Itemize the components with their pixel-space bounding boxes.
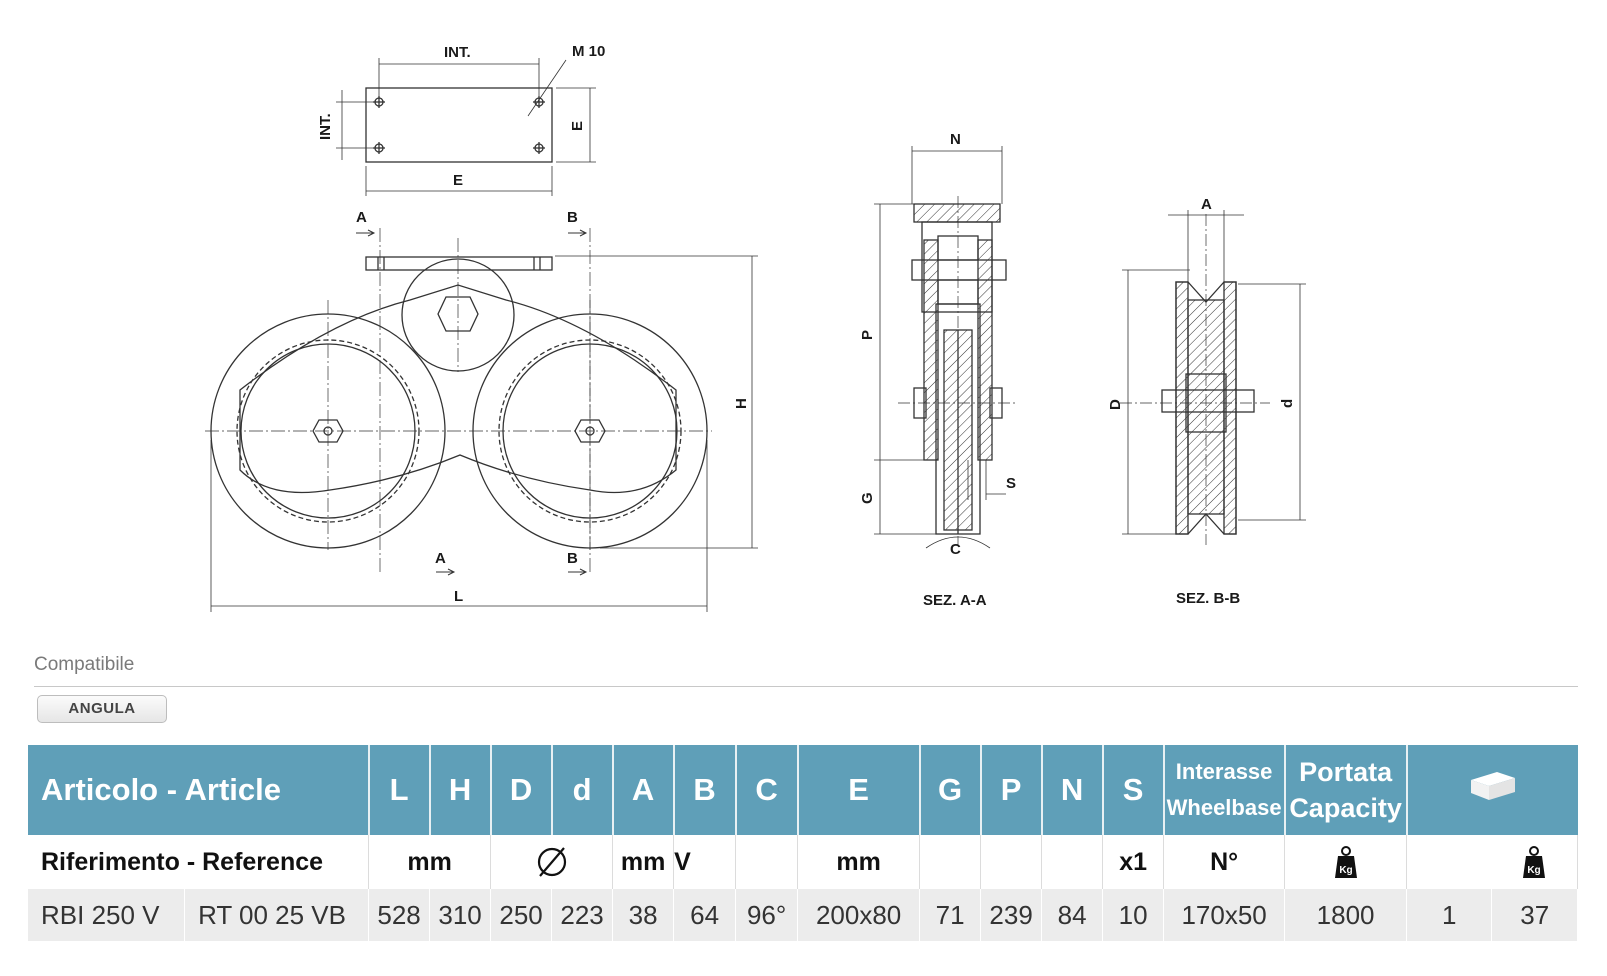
cell-g: 71 [919,889,982,941]
divider [34,686,1578,687]
cell-p: 239 [980,889,1043,941]
label-int-side: INT. [317,113,334,140]
header-b: B [673,745,737,835]
header-d-upper: D [490,745,553,835]
technical-drawing: INT. M 10 INT. E E A B A B H L N P G S C… [205,43,1306,612]
header-p: P [980,745,1043,835]
cell-c: 96° [735,889,799,941]
cell-wheelbase: 170x50 [1163,889,1286,941]
units-p-blank [980,835,1043,889]
cell-article: RBI 250 V [28,889,186,941]
cell-reference: RT 00 25 VB [184,889,370,941]
header-d-lower: d [551,745,614,835]
label-h: H [733,398,750,409]
label-int-top: INT. [444,44,471,61]
units-n-blank [1041,835,1104,889]
header-l: L [368,745,431,835]
label-n: N [950,131,961,148]
label-a-top: A [356,209,367,226]
table-header-row: Articolo - Article L H D d A B C E G P N… [28,745,1578,835]
label-e-side: E [569,121,586,131]
units-weight-kg: Kg [1491,835,1578,889]
units-g-blank [919,835,982,889]
units-pack-blank [1407,835,1492,889]
label-g: G [859,492,876,504]
cell-weight: 37 [1491,889,1578,941]
units-capacity-kg: Kg [1284,835,1408,889]
compatibility-label: Compatibile [34,654,135,675]
cell-b: 64 [673,889,737,941]
label-l: L [454,588,463,605]
top-plate-view [336,58,596,196]
units-n-degree: N° [1163,835,1286,889]
label-m10: M 10 [572,43,605,60]
units-v-b: V [673,835,737,889]
label-a-section: A [1201,196,1212,213]
header-capacity: Portata Capacity [1284,745,1408,835]
header-wheelbase-en: Wheelbase [1166,795,1282,820]
header-capacity-it: Portata [1299,757,1393,787]
diameter-icon [537,847,566,877]
label-b-bottom: B [567,550,578,567]
cell-d-lower: 223 [551,889,614,941]
cell-l: 528 [368,889,431,941]
header-capacity-en: Capacity [1289,793,1402,823]
header-wheelbase-it: Interasse [1175,759,1273,784]
label-d-upper: D [1107,399,1124,410]
cell-a: 38 [612,889,675,941]
units-x1: x1 [1102,835,1165,889]
section-b-b-view [1120,210,1306,545]
units-mm-lh: mm [368,835,492,889]
label-sez-aa: SEZ. A-A [923,592,987,609]
front-view [205,228,758,612]
units-reference-label: Riferimento - Reference [28,835,370,889]
units-c-blank [735,835,799,889]
header-article: Articolo - Article [28,745,370,835]
units-mm-e: mm [797,835,921,889]
cell-n: 84 [1041,889,1104,941]
svg-text:Kg: Kg [1339,865,1352,876]
cell-s: 10 [1102,889,1165,941]
header-n: N [1041,745,1104,835]
header-package [1406,745,1578,835]
cell-h: 310 [429,889,492,941]
section-a-a-view [874,146,1018,549]
header-g: G [919,745,982,835]
cell-e: 200x80 [797,889,921,941]
svg-text:Kg: Kg [1528,865,1541,876]
label-c: C [950,541,961,558]
label-a-bottom: A [435,550,446,567]
table-row[interactable]: RBI 250 V RT 00 25 VB 528 310 250 223 38… [28,889,1578,941]
compatibility-chip-angula[interactable]: ANGULA [37,695,167,723]
label-d-lower: d [1279,399,1296,408]
weight-kg-icon: Kg [1334,846,1357,878]
cell-pack-qty: 1 [1406,889,1493,941]
header-s: S [1102,745,1165,835]
header-h: H [429,745,492,835]
spec-table: Articolo - Article L H D d A B C E G P N… [28,745,1578,941]
header-wheelbase: Interasse Wheelbase [1163,745,1286,835]
box-icon [1470,772,1515,800]
weight-kg-icon: Kg [1523,846,1546,878]
header-c: C [735,745,799,835]
units-mm-a: mm [612,835,675,889]
cell-capacity: 1800 [1284,889,1408,941]
cell-d-upper: 250 [490,889,553,941]
header-a: A [612,745,675,835]
label-s: S [1006,475,1016,492]
label-e-bottom: E [453,172,463,189]
label-sez-bb: SEZ. B-B [1176,590,1240,607]
header-e: E [797,745,921,835]
table-units-row: Riferimento - Reference mm mm V mm x1 N°… [28,835,1578,889]
units-diameter [490,835,614,889]
label-b-top: B [567,209,578,226]
label-p: P [859,330,876,340]
